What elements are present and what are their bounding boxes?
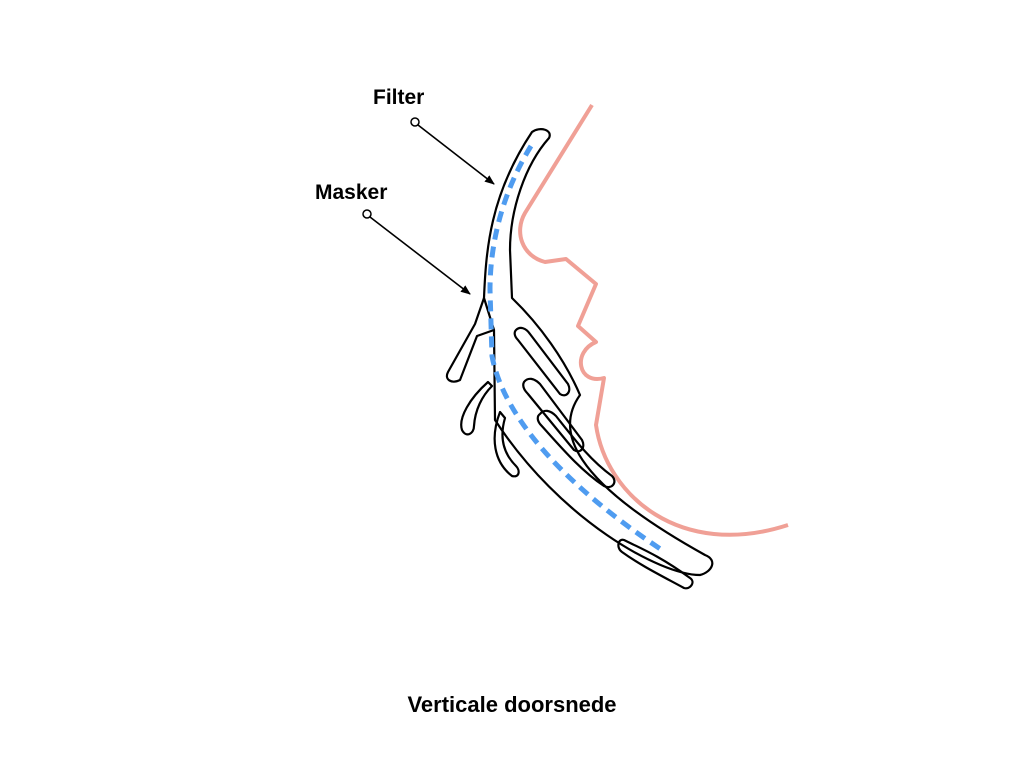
mask-body (482, 128, 714, 577)
filter-layer (487, 144, 667, 555)
filter-leader-arrow (417, 124, 495, 185)
masker-leader-dot (362, 209, 372, 219)
mask-slot (536, 409, 616, 489)
filter-label: Filter (373, 86, 425, 109)
masker-label: Masker (315, 181, 388, 204)
mask-slot (617, 538, 694, 590)
face-profile (518, 103, 789, 537)
mask-slot (513, 326, 571, 397)
mask-fin (460, 380, 494, 436)
masker-leader-arrow (369, 216, 471, 295)
filter-leader-dot (410, 117, 420, 127)
mask-slot (522, 377, 585, 453)
mask-fin (493, 410, 520, 478)
diagram-caption: Verticale doorsnede (407, 692, 617, 717)
mask-fin (445, 297, 495, 383)
